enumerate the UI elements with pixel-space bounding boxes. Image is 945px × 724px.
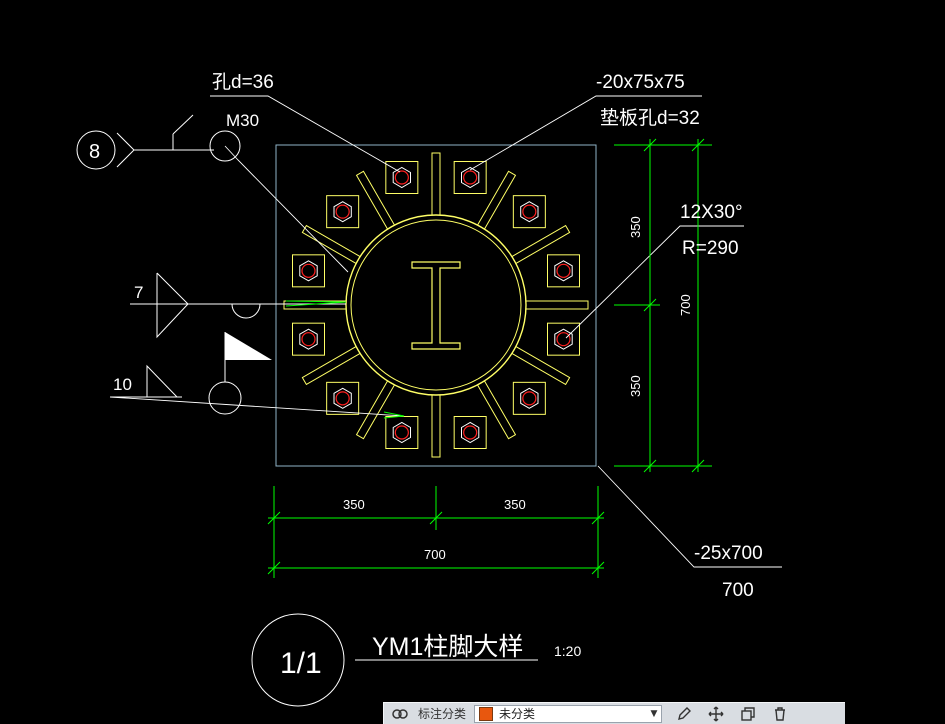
dim-bottom-total: 700 <box>424 547 446 562</box>
bolt-washer <box>512 381 546 415</box>
bolt-washer <box>547 322 581 356</box>
title-block <box>251 613 538 707</box>
copy-icon[interactable] <box>738 704 758 724</box>
bolt-washer <box>291 322 325 356</box>
stiffener-plate <box>301 345 361 386</box>
angle-callout: 12X30° <box>680 202 743 223</box>
category-select-value: 未分类 <box>499 707 536 721</box>
dim-right-bottom: 350 <box>628 375 643 397</box>
category-color-swatch <box>479 706 494 721</box>
link-icon[interactable] <box>390 704 410 724</box>
column-ring-inner <box>350 219 522 391</box>
stiffener-plate <box>355 170 396 230</box>
stiffener-plate <box>476 170 517 230</box>
bolt-washer <box>326 381 360 415</box>
dim-bottom-right: 350 <box>504 497 526 512</box>
radius-callout: R=290 <box>682 238 739 259</box>
bolt-washer <box>385 160 419 194</box>
bolt-washer <box>385 416 419 450</box>
bolt-washer <box>291 254 325 288</box>
stiffener-plate <box>525 300 589 310</box>
category-label: 标注分类 <box>418 707 467 721</box>
hole-callout: 孔d=36 <box>212 71 274 93</box>
stiffener-plate <box>301 224 361 265</box>
base-plate <box>275 144 597 467</box>
bolt-washer <box>453 416 487 450</box>
section-ref-number: 8 <box>89 141 100 163</box>
detail-title: YM1柱脚大样 <box>372 633 523 661</box>
stiffener-callout: -20x75x75 <box>596 72 685 93</box>
edit-icon[interactable] <box>674 704 694 724</box>
weld-size-10: 10 <box>113 375 132 394</box>
stiffener-plate <box>511 345 571 386</box>
move-icon[interactable] <box>706 704 726 724</box>
dimension-lines <box>267 138 712 578</box>
bolt-washer <box>453 160 487 194</box>
stiffener-plate <box>355 380 396 440</box>
leader-arrows <box>285 300 405 419</box>
plate-sub-callout: 700 <box>722 580 754 601</box>
delete-icon[interactable] <box>770 704 790 724</box>
detail-scale: 1:20 <box>554 643 581 659</box>
washer-callout: 垫板孔d=32 <box>600 107 700 129</box>
bolt-washer <box>326 195 360 229</box>
annotation-toolbar: 标注分类 未分类 ▼ <box>383 702 845 724</box>
bolt-group <box>291 160 581 450</box>
category-select[interactable]: 未分类 ▼ <box>474 704 663 723</box>
weld-flag <box>225 332 272 360</box>
bolt-washer <box>512 195 546 229</box>
column-ring-outer <box>345 214 527 396</box>
dim-right-top: 350 <box>628 216 643 238</box>
chevron-down-icon: ▼ <box>650 708 658 719</box>
dim-right-total: 700 <box>678 294 693 316</box>
weld-size-7: 7 <box>134 283 143 302</box>
dim-bottom-left: 350 <box>343 497 365 512</box>
stiffener-group <box>283 152 589 458</box>
i-beam-symbol <box>411 261 461 350</box>
detail-number: 1/1 <box>280 647 322 680</box>
leader-lines <box>109 95 782 568</box>
bolt-washer <box>547 254 581 288</box>
stiffener-plate <box>511 224 571 265</box>
stiffener-plate <box>431 152 441 216</box>
stiffener-plate <box>476 380 517 440</box>
stiffener-plate <box>431 394 441 458</box>
bolt-callout: M30 <box>226 111 259 130</box>
plate-callout: -25x700 <box>694 543 763 564</box>
weld-markers <box>76 114 261 415</box>
